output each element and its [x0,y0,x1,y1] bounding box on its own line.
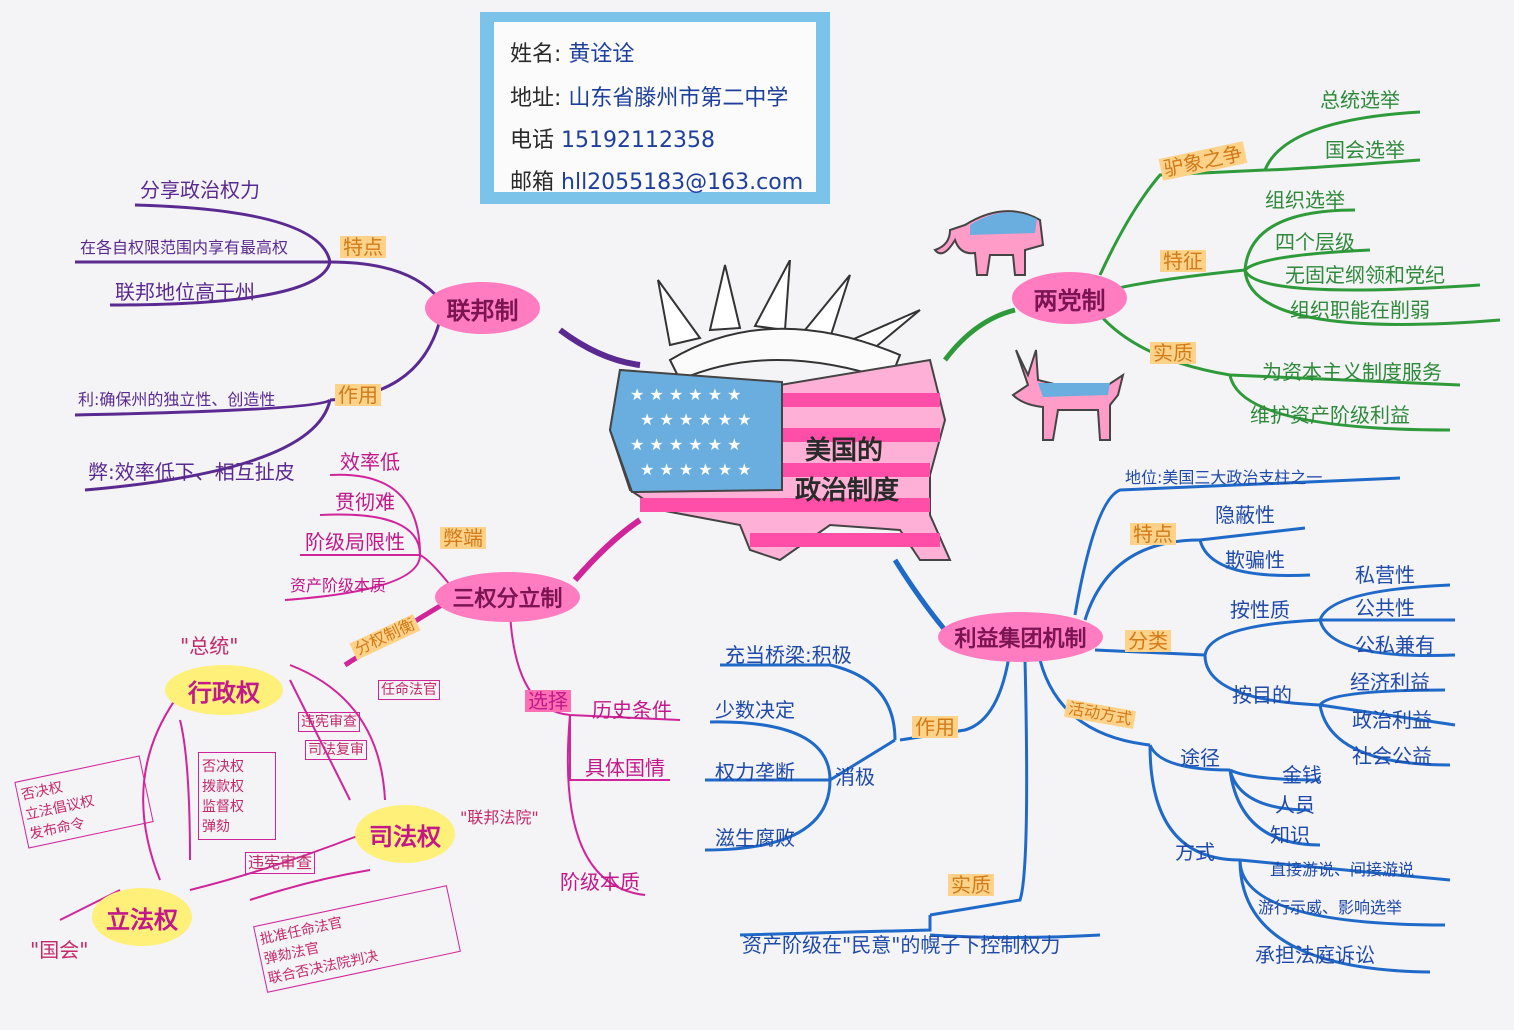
node-executive[interactable]: 行政权 [165,665,283,715]
node-federal[interactable]: 联邦制 [425,282,540,334]
interest-role-label: 作用 [912,716,958,738]
node-twoparty[interactable]: 两党制 [1012,272,1127,324]
sep-drawback-1: 效率低 [340,450,400,474]
sep-drawbacks-label: 弊端 [440,527,486,549]
center-title-line1: 美国的 [805,436,884,466]
sep-drawback-4: 资产阶级本质 [290,576,387,595]
twoparty-rivalry-2: 国会选举 [1325,138,1405,162]
interest-classify-label: 分类 [1125,630,1171,652]
sep-drawback-3: 阶级局限性 [305,530,405,554]
svg-text:★ ★ ★ ★ ★ ★: ★ ★ ★ ★ ★ ★ [640,410,752,429]
leg-over-exec-box: 否决权 拨款权 监督权 弹劾 [198,752,276,840]
executive-note: "总统" [180,634,239,658]
sep-drawback-2: 贯彻难 [335,490,395,514]
interest-feature-1: 隐蔽性 [1215,503,1275,527]
interest-method-3: 承担法庭诉讼 [1255,943,1375,967]
interest-positive: 充当桥梁:积极 [725,643,852,667]
twoparty-feature-4: 组织职能在削弱 [1290,298,1430,322]
interest-channel-label: 途径 [1180,746,1220,770]
interest-negative-2: 权力垄断 [715,760,795,784]
svg-text:★ ★ ★ ★ ★ ★: ★ ★ ★ ★ ★ ★ [630,435,742,454]
sep-choice-1: 历史条件 [592,698,672,722]
interest-nature-3: 公私兼有 [1355,633,1435,657]
judicial-review-exec-2: 司法复审 [305,740,367,760]
center-title-line2: 政治制度 [795,476,900,506]
twoparty-feature-1: 组织选举 [1265,188,1345,212]
judicial-review-exec-1: 违宪审查 [298,712,360,732]
node-judicial[interactable]: 司法权 [355,805,455,863]
interest-status: 地位:美国三大政治支柱之一 [1125,468,1323,487]
federal-features-label: 特点 [340,236,386,258]
twoparty-feature-2: 四个层级 [1275,230,1355,254]
twoparty-rivalry-1: 总统选举 [1320,88,1400,112]
federal-function-label: 作用 [335,384,381,406]
sep-choice-label: 选择 [525,690,571,712]
federal-feature-1: 分享政治权力 [140,178,260,202]
federal-function-neg: 弊:效率低下、相互扯皮 [88,460,295,484]
phone-row: 电话 15192112358 [510,128,715,153]
judicial-review-leg: 违宪审查 [245,852,316,874]
interest-features-label: 特点 [1130,523,1176,545]
twoparty-features-label: 特征 [1160,250,1206,272]
usa-flag-map-icon: ★ ★ ★ ★ ★ ★ ★ ★ ★ ★ ★ ★ ★ ★ ★ ★ ★ ★ ★ ★ … [608,260,952,562]
donkey-icon [1011,349,1125,441]
legislative-note: "国会" [30,938,89,962]
federal-function-pos: 利:确保州的独立性、创造性 [78,390,276,409]
interest-negative-label: 消极 [835,765,875,789]
interest-purpose-3: 社会公益 [1352,744,1432,768]
node-legislative[interactable]: 立法权 [92,888,192,946]
federal-feature-2: 在各自权限范围内享有最高权 [80,238,289,257]
twoparty-essence-1: 为资本主义制度服务 [1262,360,1442,384]
twoparty-essence-2: 维护资产阶级利益 [1250,403,1410,427]
interest-feature-2: 欺骗性 [1225,548,1285,572]
interest-purpose-1: 经济利益 [1350,670,1430,694]
interest-nature-2: 公共性 [1355,596,1415,620]
node-separation[interactable]: 三权分立制 [435,572,580,622]
interest-channel-2: 人员 [1275,793,1315,817]
interest-purpose-2: 政治利益 [1352,708,1432,732]
svg-text:★ ★ ★ ★ ★ ★: ★ ★ ★ ★ ★ ★ [630,385,742,404]
name-row: 姓名: 黄诠诠 [510,42,635,67]
interest-essence: 资产阶级在"民意"的幌子下控制权力 [742,933,1061,957]
sep-choice-2: 具体国情 [585,756,665,780]
interest-by-nature: 按性质 [1230,598,1290,622]
node-interest[interactable]: 利益集团机制 [938,612,1103,662]
interest-negative-1: 少数决定 [715,698,795,722]
judicial-note: "联邦法院" [460,808,539,827]
interest-nature-1: 私营性 [1355,563,1415,587]
email-row: 邮箱 hll2055183@163.com [510,170,804,195]
appoint-judges: 任命法官 [378,680,440,700]
address-row: 地址: 山东省滕州市第二中学 [510,86,789,111]
twoparty-feature-3: 无固定纲领和党纪 [1285,263,1445,287]
interest-by-purpose: 按目的 [1232,683,1292,707]
interest-method-2: 游行示威、影响选举 [1258,898,1403,917]
contact-card: 姓名: 黄诠诠 地址: 山东省滕州市第二中学 电话 15192112358 邮箱… [480,12,830,204]
interest-essence-label: 实质 [948,874,994,896]
interest-method-label: 方式 [1175,840,1215,864]
federal-feature-3: 联邦地位高于州 [115,280,255,304]
interest-channel-3: 知识 [1270,823,1310,847]
interest-channel-1: 金钱 [1282,763,1322,787]
sep-choice-3: 阶级本质 [560,870,640,894]
elephant-icon [933,210,1045,276]
twoparty-essence-label: 实质 [1150,342,1196,364]
interest-method-1: 直接游说、间接游说 [1270,860,1415,879]
svg-text:★ ★ ★ ★ ★ ★: ★ ★ ★ ★ ★ ★ [640,460,752,479]
interest-negative-3: 滋生腐败 [715,826,795,850]
